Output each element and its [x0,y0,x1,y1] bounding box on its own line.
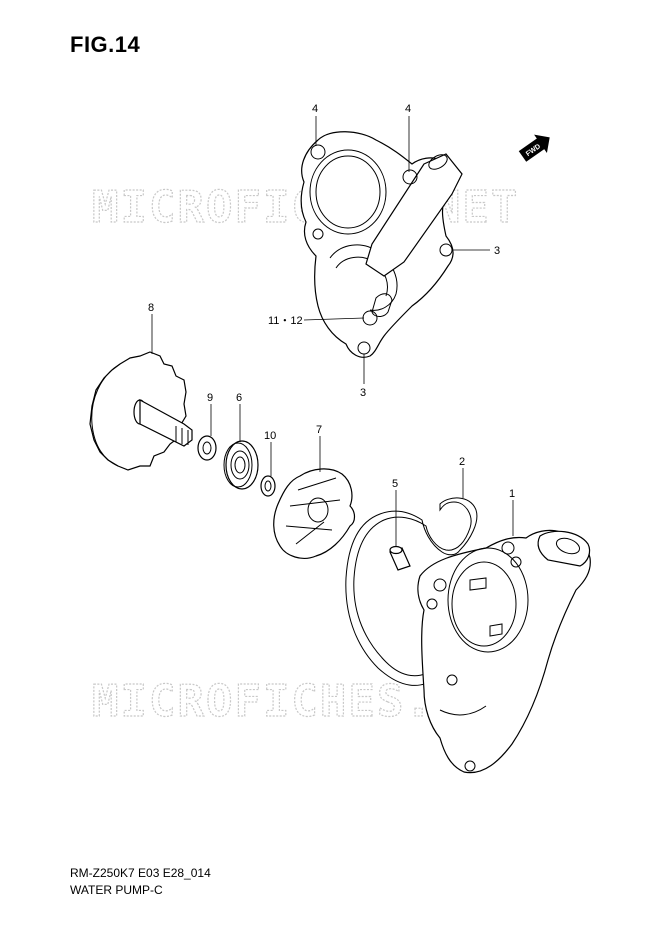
pump-cover [300,131,463,358]
callout-11-12: 11・12 [268,315,303,327]
callout-6: 6 [236,392,242,404]
callout-7: 7 [316,424,322,436]
fwd-arrow-icon: FWD [518,134,550,162]
callout-4-right: 4 [405,103,411,115]
callout-10: 10 [264,430,276,442]
callout-1: 1 [509,488,515,500]
shaft-gear-assembly [89,351,193,471]
callout-2: 2 [459,456,465,468]
figure-title: FIG.14 [70,32,141,57]
callout-3-bottom: 3 [360,387,366,399]
dowel-pin [389,545,411,571]
small-washer [260,475,276,497]
callout-9: 9 [207,392,213,404]
bearing [223,440,259,490]
callout-4-left: 4 [312,103,318,115]
callout-3-right: 3 [494,245,500,257]
callout-5: 5 [392,478,398,490]
callout-8: 8 [148,302,154,314]
washer [197,435,217,461]
leader-lines [151,116,514,546]
impeller [273,468,356,559]
pump-body [417,529,591,774]
model-code: RM-Z250K7 E03 E28_014 [70,866,211,880]
section-name: WATER PUMP-C [70,883,163,897]
